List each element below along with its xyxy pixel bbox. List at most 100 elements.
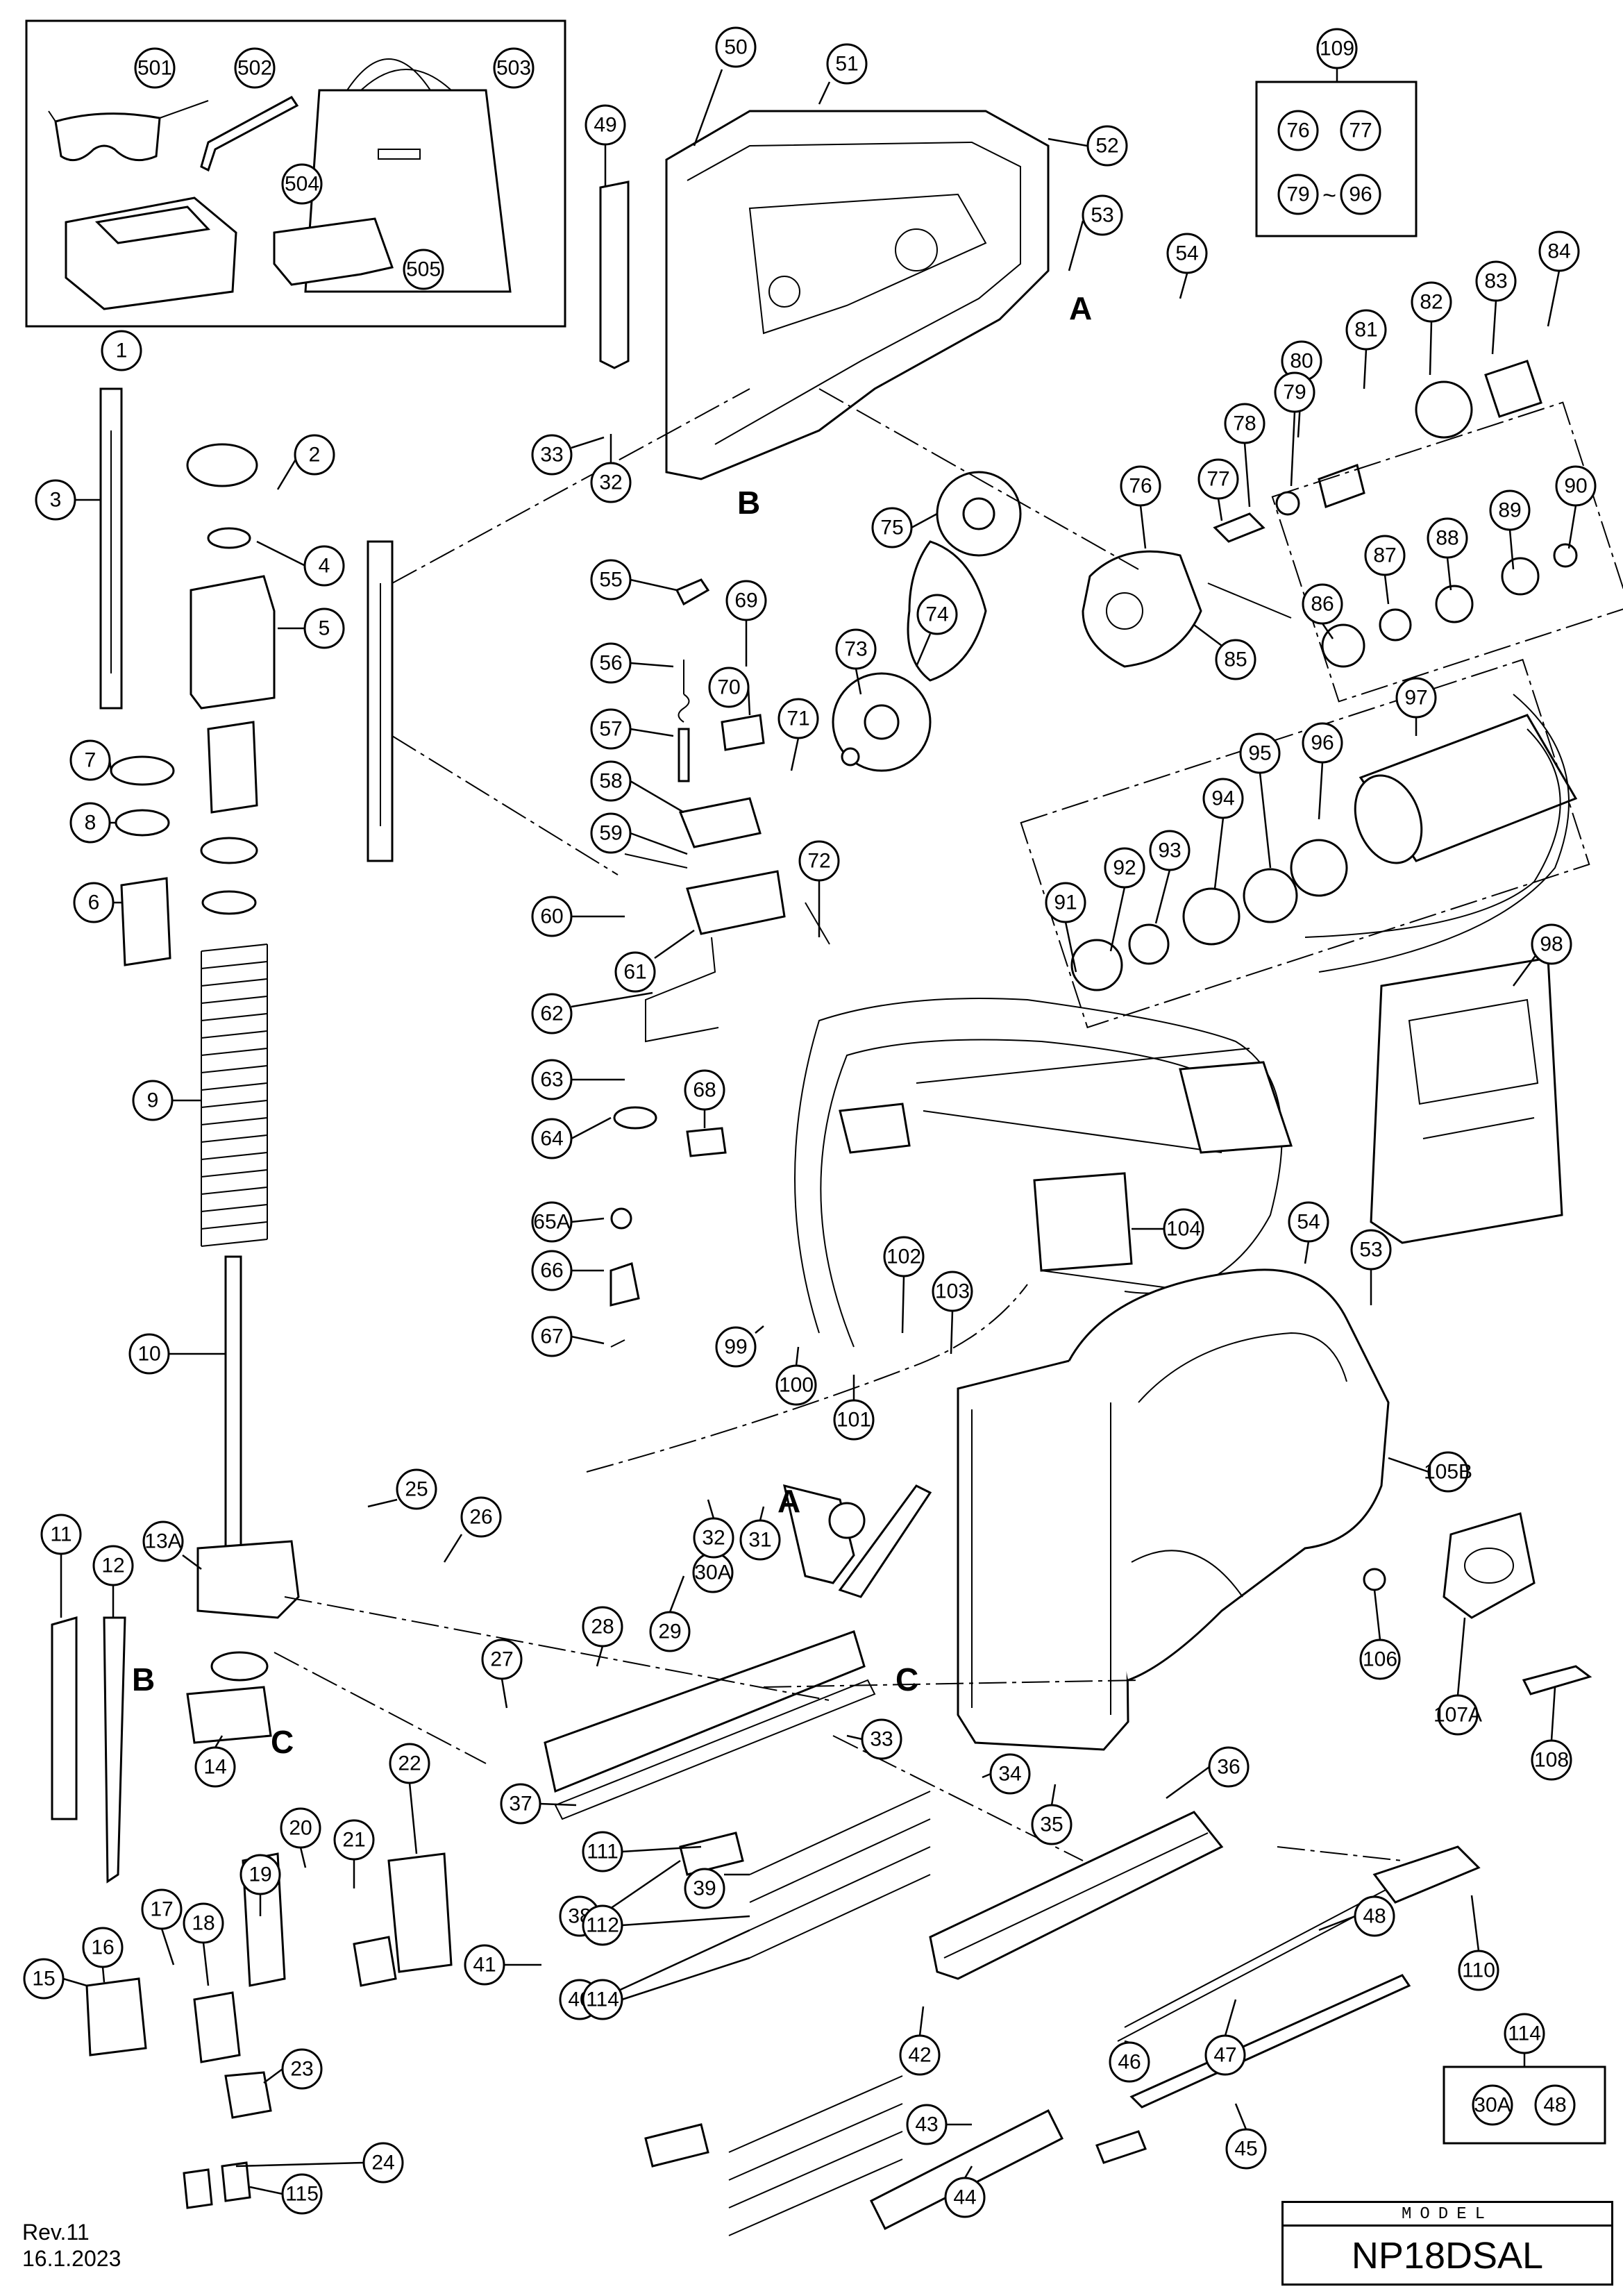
callout-504[interactable]: 504: [281, 163, 323, 205]
callout-501[interactable]: 501: [134, 47, 176, 89]
callout-1[interactable]: 1: [101, 330, 142, 371]
callout-92[interactable]: 92: [1104, 847, 1145, 889]
callout-41[interactable]: 41: [464, 1944, 505, 1986]
callout-75[interactable]: 75: [871, 507, 913, 548]
callout-77[interactable]: 77: [1197, 458, 1239, 500]
callout-90[interactable]: 90: [1555, 465, 1597, 507]
callout-44[interactable]: 44: [944, 2177, 986, 2218]
callout-17[interactable]: 17: [141, 1888, 183, 1930]
callout-94[interactable]: 94: [1202, 778, 1244, 819]
callout-58[interactable]: 58: [590, 760, 632, 802]
callout-76[interactable]: 76: [1120, 465, 1161, 507]
callout-100[interactable]: 100: [775, 1364, 817, 1406]
callout-64[interactable]: 64: [531, 1118, 573, 1159]
callout-66[interactable]: 66: [531, 1250, 573, 1291]
callout-502[interactable]: 502: [234, 47, 276, 89]
callout-33[interactable]: 33: [531, 434, 573, 476]
callout-105B[interactable]: 105B: [1424, 1451, 1472, 1493]
callout-43[interactable]: 43: [906, 2104, 948, 2145]
callout-34[interactable]: 34: [989, 1753, 1031, 1795]
callout-3[interactable]: 3: [35, 479, 76, 521]
callout-11[interactable]: 11: [40, 1514, 82, 1555]
callout-112[interactable]: 112: [582, 1904, 623, 1946]
callout-29[interactable]: 29: [649, 1611, 691, 1652]
callout-5[interactable]: 5: [303, 607, 345, 649]
callout-13A[interactable]: 13A: [142, 1520, 184, 1562]
callout-78[interactable]: 78: [1224, 403, 1265, 444]
callout-96[interactable]: 96: [1302, 722, 1343, 764]
callout-99[interactable]: 99: [715, 1326, 757, 1368]
callout-109[interactable]: 109: [1316, 28, 1358, 69]
callout-46[interactable]: 46: [1109, 2041, 1150, 2083]
callout-52[interactable]: 52: [1086, 125, 1128, 167]
callout-36[interactable]: 36: [1208, 1746, 1250, 1788]
callout-2[interactable]: 2: [294, 434, 335, 476]
callout-59[interactable]: 59: [590, 812, 632, 854]
callout-16[interactable]: 16: [82, 1927, 124, 1968]
callout-10[interactable]: 10: [128, 1333, 170, 1375]
callout-50[interactable]: 50: [715, 26, 757, 68]
callout-48[interactable]: 48: [1354, 1895, 1395, 1937]
callout-54[interactable]: 54: [1166, 233, 1208, 274]
callout-35[interactable]: 35: [1031, 1804, 1073, 1845]
callout-103[interactable]: 103: [932, 1271, 973, 1312]
callout-32[interactable]: 32: [590, 462, 632, 503]
callout-12[interactable]: 12: [92, 1545, 134, 1586]
callout-114[interactable]: 114: [582, 1979, 623, 2020]
callout-23[interactable]: 23: [281, 2048, 323, 2090]
callout-114[interactable]: 114: [1504, 2013, 1545, 2054]
callout-56[interactable]: 56: [590, 642, 632, 684]
callout-30A[interactable]: 30A: [692, 1552, 734, 1593]
group-114-member-48[interactable]: 48: [1534, 2084, 1576, 2126]
group-109-member-76[interactable]: 76: [1277, 110, 1319, 151]
callout-22[interactable]: 22: [389, 1743, 430, 1784]
callout-18[interactable]: 18: [183, 1902, 224, 1944]
callout-26[interactable]: 26: [460, 1496, 502, 1538]
callout-8[interactable]: 8: [69, 802, 111, 844]
callout-101[interactable]: 101: [833, 1399, 875, 1441]
callout-115[interactable]: 115: [281, 2173, 323, 2215]
callout-47[interactable]: 47: [1204, 2034, 1246, 2076]
group-114-member-30A[interactable]: 30A: [1472, 2084, 1513, 2126]
callout-49[interactable]: 49: [585, 104, 626, 146]
callout-4[interactable]: 4: [303, 545, 345, 587]
callout-104[interactable]: 104: [1163, 1208, 1204, 1250]
callout-51[interactable]: 51: [826, 43, 868, 85]
callout-95[interactable]: 95: [1239, 732, 1281, 774]
callout-108[interactable]: 108: [1531, 1739, 1572, 1781]
callout-24[interactable]: 24: [362, 2142, 404, 2184]
callout-25[interactable]: 25: [396, 1468, 437, 1510]
callout-9[interactable]: 9: [132, 1080, 174, 1121]
callout-62[interactable]: 62: [531, 993, 573, 1034]
callout-79[interactable]: 79: [1274, 371, 1315, 413]
callout-107A[interactable]: 107A: [1433, 1694, 1482, 1736]
callout-85[interactable]: 85: [1215, 639, 1256, 680]
callout-70[interactable]: 70: [708, 667, 750, 708]
callout-37[interactable]: 37: [500, 1783, 541, 1825]
callout-84[interactable]: 84: [1538, 231, 1580, 272]
callout-69[interactable]: 69: [725, 580, 767, 621]
callout-61[interactable]: 61: [614, 951, 656, 993]
callout-68[interactable]: 68: [684, 1069, 725, 1111]
callout-65A[interactable]: 65A: [531, 1201, 573, 1243]
callout-106[interactable]: 106: [1359, 1639, 1401, 1680]
callout-19[interactable]: 19: [239, 1854, 281, 1895]
callout-20[interactable]: 20: [280, 1807, 321, 1849]
callout-110[interactable]: 110: [1458, 1950, 1499, 1991]
group-109-member-77[interactable]: 77: [1340, 110, 1381, 151]
callout-74[interactable]: 74: [916, 594, 958, 635]
callout-72[interactable]: 72: [798, 840, 840, 882]
callout-57[interactable]: 57: [590, 708, 632, 750]
callout-505[interactable]: 505: [403, 249, 444, 290]
callout-33-2[interactable]: 33: [861, 1718, 902, 1760]
callout-87[interactable]: 87: [1364, 535, 1406, 576]
callout-31[interactable]: 31: [739, 1519, 781, 1561]
callout-503[interactable]: 503: [493, 47, 535, 89]
callout-53[interactable]: 53: [1082, 194, 1123, 236]
callout-55[interactable]: 55: [590, 559, 632, 601]
callout-86[interactable]: 86: [1302, 583, 1343, 625]
callout-63[interactable]: 63: [531, 1059, 573, 1100]
callout-88[interactable]: 88: [1427, 517, 1468, 559]
callout-42[interactable]: 42: [899, 2034, 941, 2076]
callout-32-2[interactable]: 32: [693, 1517, 734, 1559]
